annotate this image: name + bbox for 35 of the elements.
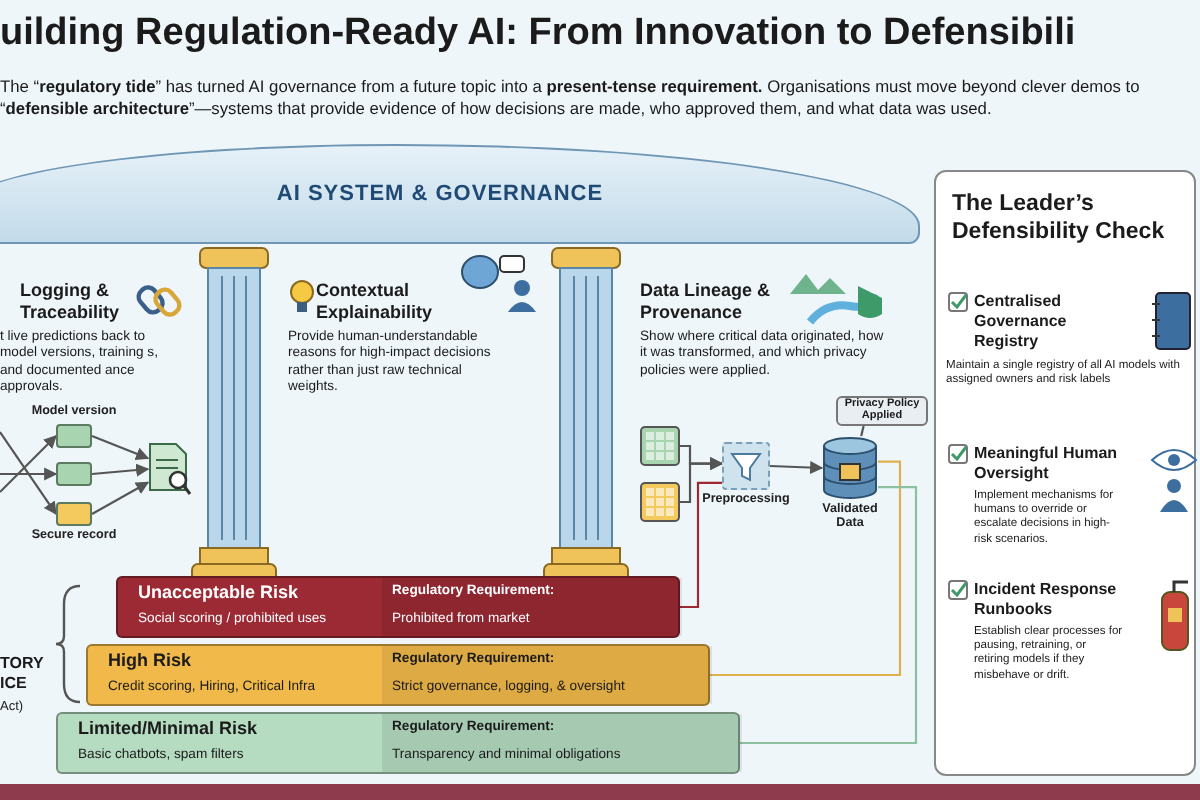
record-card [56,424,92,448]
arrow [91,463,150,477]
record-card [56,462,92,486]
arrow [91,434,150,460]
risk-tier-band [86,644,710,706]
section-heading: Logging & Traceability [20,280,122,325]
section-heading: Contextual Explainability [316,280,435,325]
checklist-panel [934,170,1196,776]
process-box [722,442,770,490]
check-item-heading: Meaningful Human Oversight [974,444,1120,484]
connector-line [740,486,918,745]
check-item-heading: Incident Response Runbooks [974,580,1119,620]
tier-name: Limited/Minimal Risk [78,718,258,738]
arrow [680,457,724,504]
arrow [769,460,824,475]
connector-line [710,460,902,677]
tier-name: Unacceptable Risk [138,582,299,602]
section-heading: Data Lineage & Provenance [640,280,773,325]
arrow [0,467,58,481]
leader-line [860,425,865,437]
arrow [0,431,57,516]
banner-title: AI SYSTEM & GOVERNANCE [276,182,604,206]
side-label: TORY ICE [0,654,46,694]
callout-tag [836,396,928,426]
panel-title: The Leader’s Defensibility Check [952,192,1167,248]
risk-tier-band [116,576,680,638]
connector-line [680,481,722,609]
intro-paragraph: The “regulatory tide” has turned AI governance from a future topic into a present-tense requirement. Organisations must move beyond clever demos to “defensible architecture”—systems that provide evidence of how decisions are made, who approved them, and what data was used. [0,76,1142,118]
arrow [91,481,150,515]
arrow [0,435,57,493]
risk-tier-band [56,712,740,774]
check-item-heading: Centralised Governance Registry [974,292,1069,352]
tier-name: High Risk [108,650,192,670]
page-title: uilding Regulation-Ready AI: From Innovation to Defensibili [0,12,1076,56]
record-card [56,502,92,526]
